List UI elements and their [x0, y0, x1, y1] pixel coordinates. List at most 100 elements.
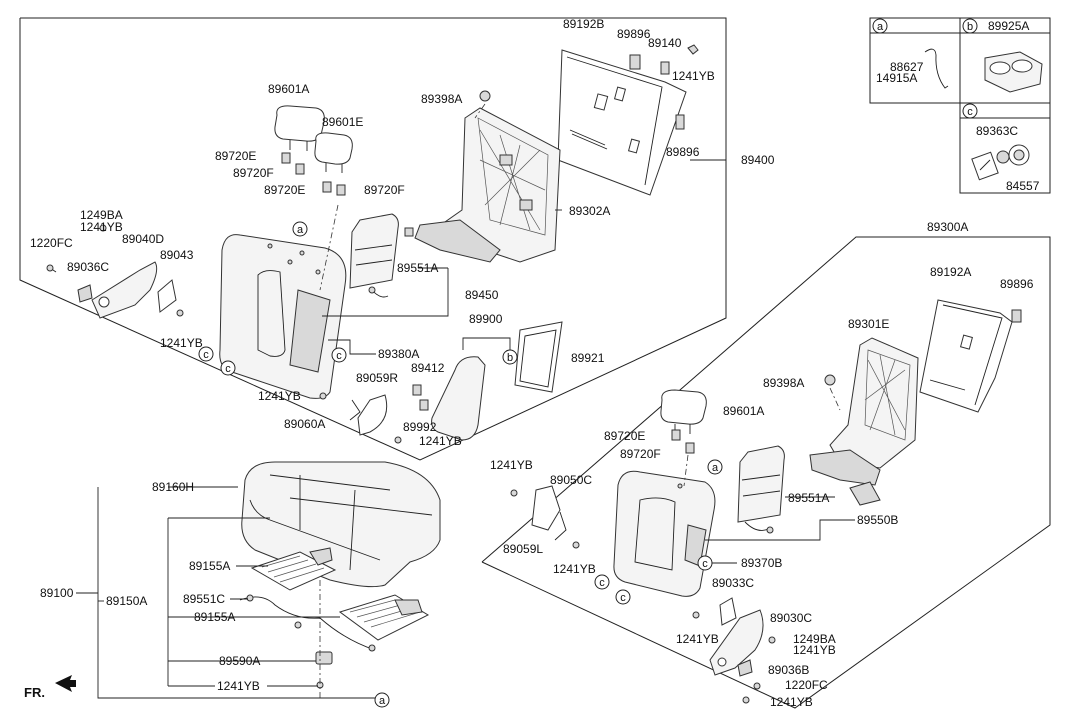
part-89590A-module	[315, 651, 333, 665]
label-89896-top: 89896	[617, 27, 651, 41]
label-89450: 89450	[465, 288, 499, 302]
part-89370B-seatback-cover	[613, 470, 716, 597]
label-89551C: 89551C	[183, 592, 225, 606]
part-89301E-seatback-frame	[809, 337, 919, 506]
part-89192A-rear-panel	[919, 299, 1022, 413]
label-89036C: 89036C	[67, 260, 109, 274]
label-89720E-right: 89720E	[604, 429, 645, 443]
leader-lines	[76, 159, 855, 699]
legend-callout-c: c	[967, 106, 973, 118]
label-1220FC-right: 1220FC	[785, 678, 828, 692]
label-1241YB-r5: 1241YB	[770, 695, 813, 709]
label-89551A-top: 89551A	[397, 261, 438, 275]
part-89551C-harness	[239, 594, 376, 652]
legend-c-fasteners	[971, 144, 1030, 181]
label-1241YB-mid2: 1241YB	[419, 434, 462, 448]
label-89059L: 89059L	[503, 542, 543, 556]
label-89192B: 89192B	[563, 17, 604, 31]
label-89398A-right: 89398A	[763, 376, 804, 390]
label-89550B: 89550B	[857, 513, 898, 527]
part-89155A-mat-1	[250, 547, 337, 591]
label-89036B: 89036B	[768, 663, 809, 677]
label-89301E: 89301E	[848, 317, 889, 331]
label-89925A: 89925A	[988, 19, 1029, 33]
label-89302A: 89302A	[569, 204, 610, 218]
part-89155A-mat-2	[338, 594, 430, 641]
label-1241YB-r4: 1241YB	[793, 643, 836, 657]
part-labels: 89192B 89896 89140 1241YB 89398A 89896 8…	[24, 17, 1040, 709]
label-1241YB-r1: 1241YB	[490, 458, 533, 472]
legend-b-cupholder	[984, 51, 1043, 93]
label-89150A: 89150A	[106, 594, 147, 608]
part-89059R-bracket	[319, 392, 402, 444]
legend-callout-b: b	[967, 21, 973, 33]
label-1241YB-left: 1241YB	[80, 220, 123, 234]
label-89100: 89100	[40, 586, 74, 600]
label-89050C: 89050C	[550, 473, 592, 487]
label-89921: 89921	[571, 351, 605, 365]
label-89992: 89992	[403, 420, 437, 434]
label-89059R: 89059R	[356, 371, 398, 385]
label-1241YB-left2: 1241YB	[160, 336, 203, 350]
label-1241YB-r2: 1241YB	[553, 562, 596, 576]
callout-a-1: a	[297, 224, 304, 236]
callout-c-1: c	[203, 349, 209, 361]
label-89140: 89140	[648, 36, 682, 50]
label-1220FC-left: 1220FC	[30, 236, 73, 250]
part-89192B-rear-panel	[557, 49, 687, 196]
label-89720F-right: 89720F	[620, 447, 661, 461]
label-89155A-1: 89155A	[189, 559, 230, 573]
label-89900: 89900	[469, 312, 503, 326]
label-89043: 89043	[160, 248, 194, 262]
label-89720F-1: 89720F	[233, 166, 274, 180]
label-89601A-right: 89601A	[723, 404, 764, 418]
label-89400: 89400	[741, 153, 775, 167]
label-89412: 89412	[411, 361, 445, 375]
centerlines	[319, 103, 841, 700]
label-89192A: 89192A	[930, 265, 971, 279]
part-89896-clips-top	[629, 44, 699, 130]
label-89380A: 89380A	[378, 347, 419, 361]
part-89302A-seatback-frame	[414, 90, 561, 263]
fr-arrow	[55, 675, 76, 692]
legend-a-clip	[924, 48, 949, 89]
label-89720E-1: 89720E	[215, 149, 256, 163]
callout-a-2: a	[712, 462, 719, 474]
label-88627: 88627	[890, 60, 924, 74]
callout-c-2: c	[225, 363, 231, 375]
label-89155A-2: 89155A	[194, 610, 235, 624]
frame-upper-seatback	[19, 17, 727, 461]
label-89060A: 89060A	[284, 417, 325, 431]
label-1241YB-top: 1241YB	[672, 69, 715, 83]
callout-c-6: c	[620, 592, 626, 604]
part-89030C-hinge	[692, 597, 776, 704]
part-89720-guides	[281, 152, 346, 196]
legend-boxes	[869, 17, 1051, 194]
label-fr: FR.	[24, 685, 45, 700]
label-89370B: 89370B	[741, 556, 782, 570]
label-89040D: 89040D	[122, 232, 164, 246]
label-1249BA-right: 1249BA	[793, 632, 836, 646]
label-89033C: 89033C	[712, 576, 754, 590]
label-89300A: 89300A	[927, 220, 968, 234]
callout-c-5: c	[599, 577, 605, 589]
label-89720F-2: 89720F	[364, 183, 405, 197]
part-89551A-pad-right	[737, 445, 785, 534]
part-89601E-headrest	[314, 132, 353, 173]
label-89030C: 89030C	[770, 611, 812, 625]
callout-b-1: b	[507, 352, 513, 364]
label-89160H: 89160H	[152, 480, 194, 494]
part-89551A-pad	[349, 213, 414, 298]
label-1249BA-left: 1249BA	[80, 208, 123, 222]
label-1241YB-mid: 1241YB	[258, 389, 301, 403]
frame-right-seatback	[481, 236, 1051, 709]
label-84557: 84557	[1006, 179, 1040, 193]
label-89601E: 89601E	[322, 115, 363, 129]
part-89050C-bracket	[510, 485, 580, 549]
label-89590A: 89590A	[219, 654, 260, 668]
label-89601A-top: 89601A	[268, 82, 309, 96]
part-89601A-headrest-right	[660, 389, 707, 454]
callout-a-3: a	[379, 695, 386, 707]
part-89380A-seatback-cover	[219, 234, 347, 399]
